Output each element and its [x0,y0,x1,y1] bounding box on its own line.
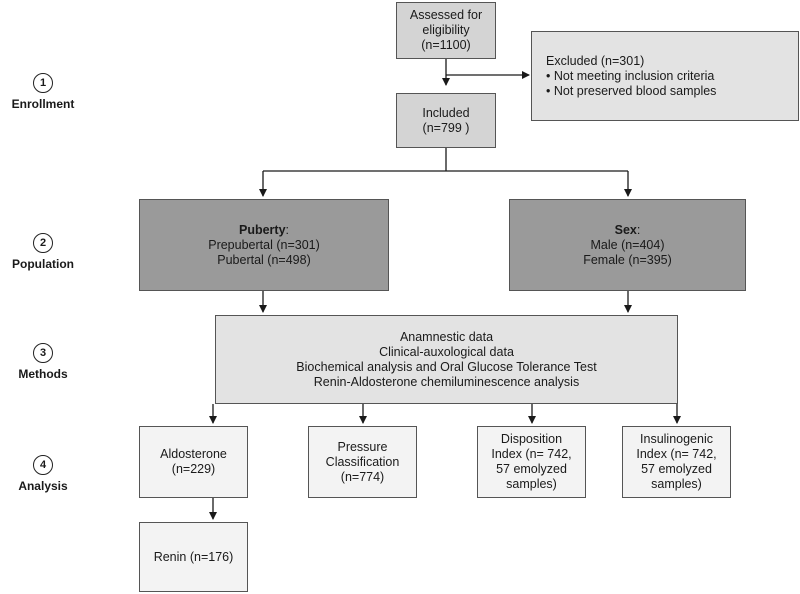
assessed-line: eligibility [422,23,470,37]
assessed-line: (n=1100) [421,38,471,52]
sex-heading: Sex: [615,223,641,238]
included-line: (n=799 ) [422,120,470,135]
excluded-reason: • Not meeting inclusion criteria [546,68,715,83]
assessed-line: Assessed for [409,8,483,22]
sex-title: Sex [614,222,637,237]
aldosterone-line: (n=229) [171,462,216,476]
pressure-line: Classification [325,454,400,469]
sex-line: Male (n=404) [590,237,665,252]
excluded-title: Excluded (n=301) [546,53,645,68]
puberty-title: Puberty [238,222,286,237]
stage-enrollment: 1 Enrollment [3,73,83,111]
insulinogenic-line: 57 emolyzed [641,462,712,476]
puberty-line: Pubertal (n=498) [217,252,311,267]
stage-number-badge: 4 [33,455,53,475]
methods-line: Clinical-auxological data [379,344,514,359]
sex-box: Sex: Male (n=404) Female (n=395) [509,199,746,291]
sex-title-suffix: : [636,222,641,237]
puberty-box: Puberty: Prepubertal (n=301) Pubertal (n… [139,199,389,291]
assessed-box: Assessed for eligibility (n=1100) [396,2,496,59]
stage-number-badge: 2 [33,233,53,253]
renin-line: Renin (n=176) [153,549,234,564]
stage-label: Analysis [18,479,68,493]
pressure-line: Pressure [337,439,388,454]
disposition-box: Disposition Index (n= 742, 57 emolyzed s… [477,426,586,498]
disposition-line: samples) [506,477,557,491]
puberty-title-suffix: : [285,222,290,237]
stage-population: 2 Population [3,233,83,271]
renin-box: Renin (n=176) [139,522,248,592]
included-line: Included [422,105,470,120]
aldosterone-box: Aldosterone (n=229) [139,426,248,498]
insulinogenic-box: Insulinogenic Index (n= 742, 57 emolyzed… [622,426,731,498]
methods-line: Biochemical analysis and Oral Glucose To… [296,359,597,374]
insulinogenic-line: Insulinogenic [640,432,713,446]
puberty-line: Prepubertal (n=301) [208,237,320,252]
puberty-heading: Puberty: [239,223,289,238]
sex-line: Female (n=395) [583,252,672,267]
aldosterone-line: Aldosterone [160,447,227,461]
excluded-box: Excluded (n=301) • Not meeting inclusion… [531,31,799,121]
methods-line: Anamnestic data [399,329,494,344]
stage-label: Enrollment [11,97,75,111]
insulinogenic-line: samples) [651,477,702,491]
stage-number-badge: 1 [33,73,53,93]
disposition-line: Disposition [500,432,563,446]
insulinogenic-line: Index (n= 742, [636,447,717,461]
methods-box: Anamnestic data Clinical-auxological dat… [215,315,678,404]
stage-analysis: 4 Analysis [3,455,83,493]
stage-number-badge: 3 [33,343,53,363]
pressure-box: Pressure Classification (n=774) [308,426,417,498]
stage-methods: 3 Methods [3,343,83,381]
pressure-line: (n=774) [340,469,385,484]
disposition-line: 57 emolyzed [496,462,567,476]
excluded-reason: • Not preserved blood samples [546,83,717,98]
included-box: Included (n=799 ) [396,93,496,148]
disposition-line: Index (n= 742, [491,447,572,461]
stage-label: Methods [18,367,68,381]
methods-line: Renin-Aldosterone chemiluminescence anal… [313,374,580,389]
stage-label: Population [12,257,74,271]
